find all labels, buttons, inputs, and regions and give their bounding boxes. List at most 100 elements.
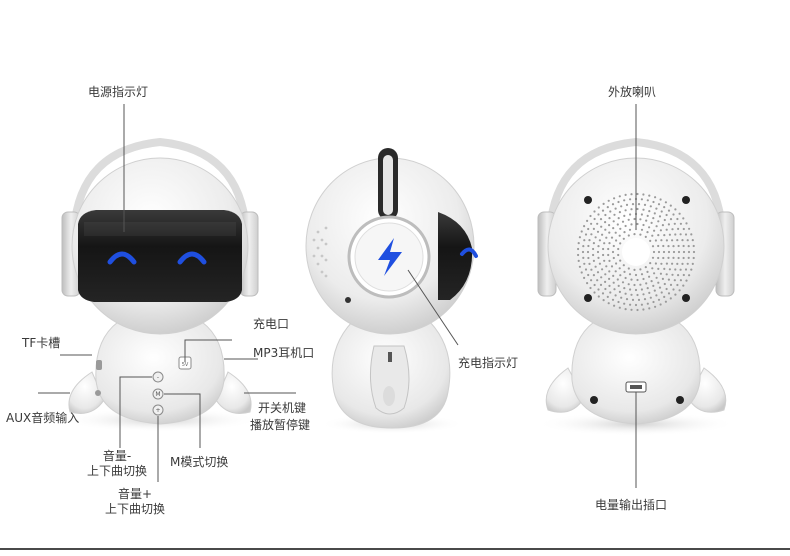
grille-dot (667, 245, 670, 248)
grille-dot (614, 231, 617, 234)
grille-dot (659, 198, 662, 201)
grille-dot (677, 244, 680, 248)
grille-dot (629, 288, 632, 291)
grille-dot (583, 225, 586, 228)
grille-dot (587, 227, 590, 231)
grille-dot (584, 268, 588, 271)
grille-dot (684, 268, 688, 271)
grille-dot (612, 244, 615, 248)
grille-dot (659, 229, 663, 232)
grille-dot (617, 300, 620, 304)
grille-dot (677, 250, 681, 254)
grille-dot (597, 213, 600, 216)
grille-dot (614, 270, 617, 273)
grille-dot (597, 245, 600, 248)
label-power-key: 开关机键 (258, 401, 307, 415)
plus-button-glyph: + (155, 407, 160, 414)
grille-dot (587, 256, 590, 260)
grille-dot (642, 293, 645, 296)
grille-dot (619, 242, 622, 245)
grille-dot (623, 287, 626, 290)
grille-dot (633, 268, 636, 271)
grille-dot (619, 274, 622, 277)
grille-dot (655, 294, 658, 297)
grille-dot (679, 268, 682, 271)
grille-dot (624, 224, 627, 228)
grille-dot (614, 294, 617, 297)
grille-dot (676, 283, 679, 287)
grille-dot (663, 218, 666, 222)
grille-dot (604, 273, 607, 276)
grille-dot (655, 207, 658, 210)
grille-dot (630, 308, 633, 311)
grille-dot (640, 273, 644, 276)
grille-dot (634, 273, 638, 277)
grille-dot (620, 205, 623, 208)
grille-dot (636, 207, 639, 211)
label-volume-minus-line1: 音量- (102, 449, 132, 463)
grille-dot (668, 268, 672, 271)
grille-dot (672, 245, 675, 248)
grille-dot (598, 262, 602, 265)
grille-dot (637, 203, 641, 206)
grille-dot (682, 284, 685, 287)
grille-dot (691, 262, 694, 265)
grille-dot (624, 193, 627, 196)
grille-dot (648, 307, 651, 310)
grille-dot (597, 256, 600, 259)
grille-dot (615, 239, 618, 242)
grille-dot (667, 223, 671, 226)
grille-dot (682, 227, 685, 231)
grille-dot (608, 217, 611, 220)
grille-dot (651, 256, 655, 259)
grille-dot (658, 286, 662, 289)
grille-dot (607, 247, 610, 251)
grille-dot (679, 222, 683, 225)
label-volume-plus-line2: 上下曲切换 (104, 502, 165, 516)
grille-dot (623, 214, 626, 217)
grille-dot (667, 278, 671, 281)
grille-dot (653, 212, 656, 215)
grille-dot (577, 242, 580, 245)
grille-dot (588, 262, 591, 265)
grille-dot (596, 271, 600, 274)
grille-dot (633, 283, 636, 287)
label-external-speaker: 外放喇叭 (608, 85, 657, 99)
grille-dot (657, 298, 661, 301)
grille-dot (623, 270, 626, 273)
grille-dot (621, 281, 625, 284)
grille-dot (679, 279, 683, 282)
grille-dot (649, 262, 652, 265)
grille-dot (654, 305, 657, 308)
grille-dot (605, 265, 608, 268)
grille-dot (678, 289, 681, 292)
grille-dot (608, 231, 611, 234)
grille-dot (663, 267, 666, 270)
grille-dot (592, 227, 596, 230)
grille-dot (657, 234, 660, 237)
grille-dot (667, 250, 671, 254)
grille-dot (682, 244, 685, 248)
grille-dot (657, 220, 660, 223)
grille-dot (596, 279, 599, 282)
grille-dot (602, 299, 605, 302)
grille-dot (602, 202, 605, 205)
grille-dot (630, 293, 633, 296)
grille-dot (676, 217, 679, 221)
grille-dot (657, 244, 660, 248)
grille-dot (629, 198, 632, 201)
grille-dot (618, 267, 621, 270)
grille-dot (600, 276, 603, 279)
minus-button-glyph: - (157, 374, 159, 381)
grille-dot (660, 262, 663, 265)
grille-dot (639, 283, 642, 286)
label-play-pause-key: 播放暂停键 (250, 418, 311, 432)
grille-dot (592, 242, 596, 245)
robot-front-view (60, 137, 260, 432)
grille-dot (602, 247, 605, 251)
grille-dot (611, 250, 615, 254)
grille-dot (653, 229, 656, 232)
label-mode-switch: M模式切换 (170, 455, 229, 469)
grille-dot (604, 280, 607, 283)
